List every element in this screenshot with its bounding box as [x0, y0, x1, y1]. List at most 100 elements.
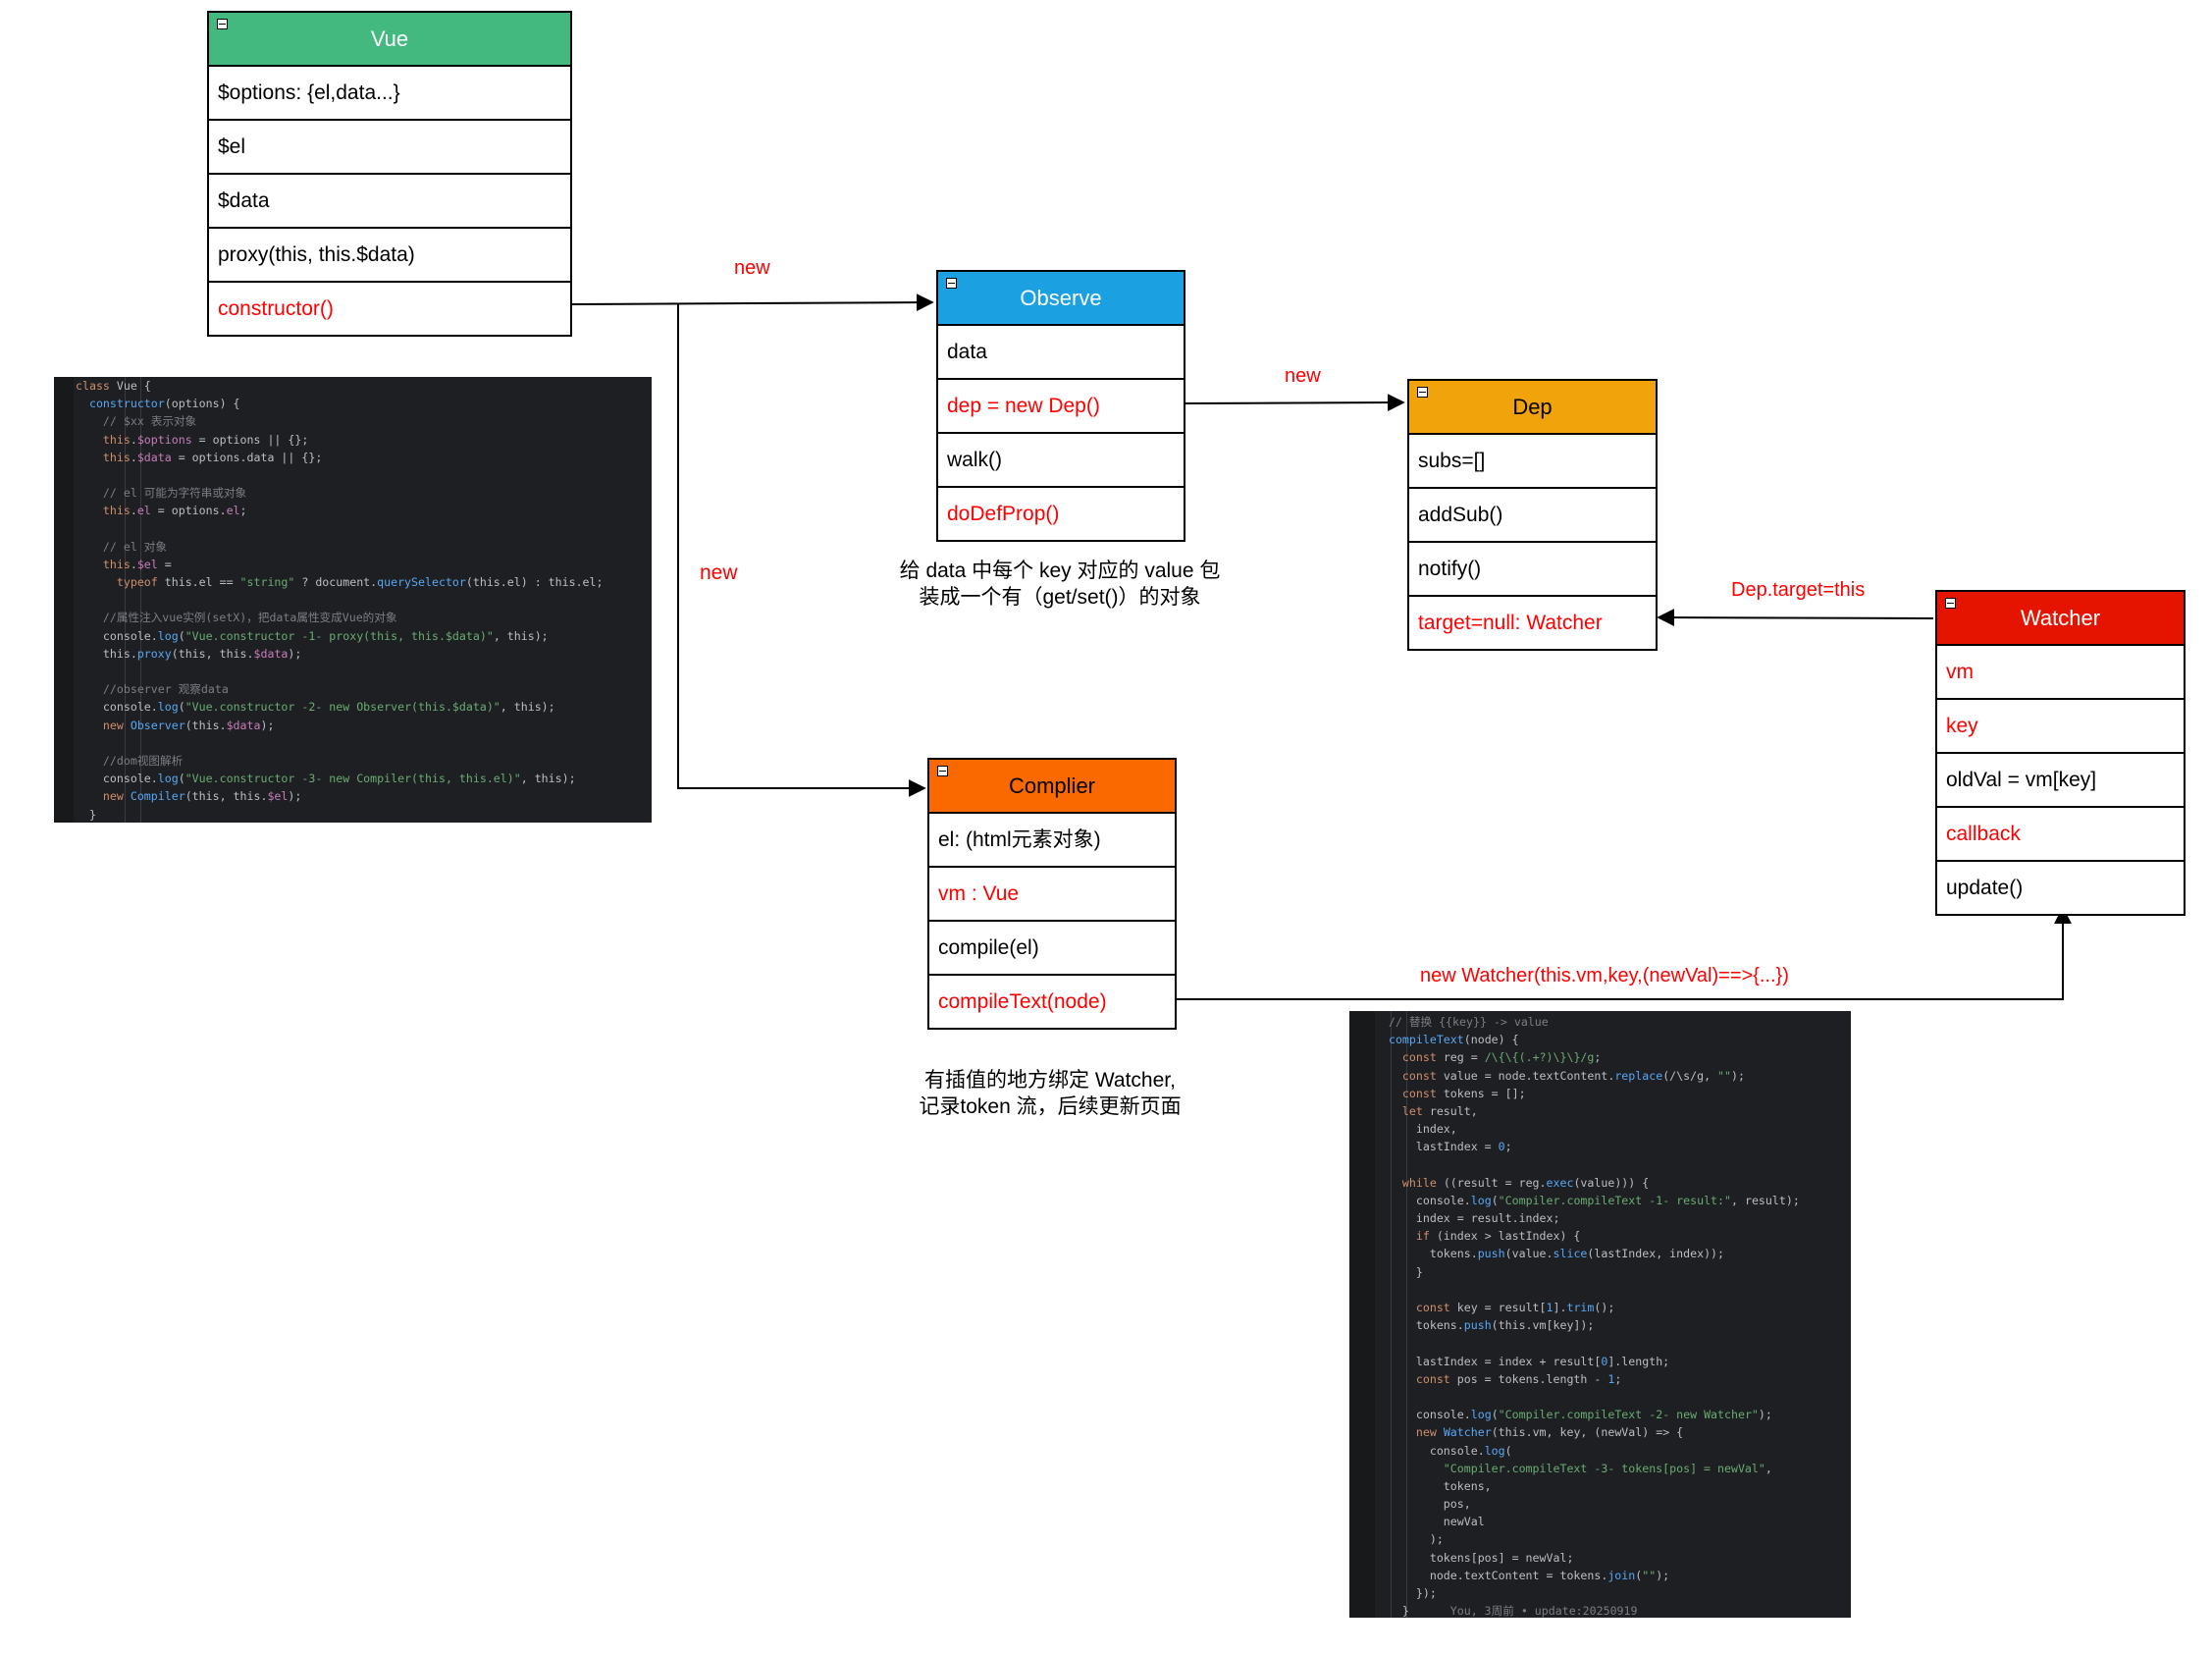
code-token: constructor — [76, 397, 165, 411]
code-token: ); — [288, 789, 302, 804]
edge-complier-to-watcher — [1176, 906, 2072, 1000]
collapse-icon[interactable] — [946, 278, 957, 289]
code-line: tokens[pos] = newVal; — [1375, 1549, 1851, 1567]
code-token: Observer — [130, 718, 185, 732]
code-token: (); — [1594, 1301, 1615, 1314]
code-line: const tokens = []; — [1375, 1085, 1851, 1102]
code-line: node.textContent = tokens.join(""); — [1375, 1567, 1851, 1584]
code-token: proxy — [136, 646, 172, 661]
code-token: ); — [1656, 1568, 1670, 1582]
code-line: // $xx 表示对象 — [76, 412, 652, 430]
code-token: console. — [1375, 1443, 1485, 1458]
code-token: { — [143, 379, 151, 393]
edge-vue-to-observe — [571, 293, 934, 312]
code-line: this.proxy(this, this.$data); — [76, 645, 652, 663]
class-dep-row: notify() — [1409, 543, 1656, 597]
code-token: = options. — [150, 504, 227, 518]
code-line: // 替换 {{key}} -> value — [1375, 1013, 1851, 1031]
code-token: this — [76, 432, 131, 447]
code-token: ? document. — [294, 575, 378, 590]
edge-label-watcher-dep: Dep.target=this — [1731, 579, 1866, 601]
code-token: ( — [1635, 1568, 1643, 1582]
code-token: "string" — [239, 575, 295, 590]
code-token: ( — [1491, 1408, 1499, 1422]
code-token: . — [130, 432, 137, 447]
collapse-icon[interactable] — [1417, 387, 1428, 398]
code-token: tokens, — [1375, 1478, 1492, 1493]
code-token: //dom视图解析 — [76, 753, 184, 768]
code-token: if — [1375, 1229, 1437, 1244]
code-token: new — [76, 718, 131, 732]
code-body: // 替换 {{key}} -> value compileText(node)… — [1349, 1013, 1851, 1618]
code-token: 0 — [1498, 1140, 1505, 1154]
code-line: } — [1375, 1263, 1851, 1281]
code-token: const — [1375, 1068, 1444, 1083]
code-token: $el — [267, 789, 289, 804]
code-token: node.textContent = tokens. — [1375, 1568, 1608, 1582]
code-line: tokens, — [1375, 1477, 1851, 1495]
class-observe-row: doDefProp() — [947, 503, 1060, 525]
code-line: // el 可能为字符串或对象 — [76, 484, 652, 502]
code-token: "" — [1717, 1068, 1732, 1083]
code-token: } — [1375, 1604, 1450, 1618]
code-token: let — [1375, 1103, 1430, 1118]
code-token: typeof — [76, 575, 165, 590]
code-snippet-vue: class Vue { constructor(options) { // $x… — [54, 377, 652, 823]
code-line: this.$data = options.data || {}; — [76, 449, 652, 466]
class-vue-row: $data — [209, 175, 570, 229]
code-token: tokens[pos] = newVal; — [1375, 1550, 1574, 1565]
indent-guide — [125, 377, 126, 823]
collapse-icon[interactable] — [937, 766, 948, 776]
code-token: newVal — [1375, 1515, 1485, 1529]
code-line: new Watcher(this.vm, key, (newVal) => { — [1375, 1423, 1851, 1441]
code-token: querySelector — [377, 575, 466, 590]
code-token: //observer 观察data — [76, 682, 229, 697]
code-token: log — [1484, 1443, 1505, 1458]
code-token: ; — [239, 504, 247, 518]
code-token: console. — [76, 772, 158, 786]
code-token: result, — [1429, 1103, 1478, 1118]
class-dep-row: target=null: Watcher — [1418, 612, 1603, 634]
code-token: console. — [76, 700, 158, 715]
code-token: 0 — [1601, 1354, 1608, 1368]
class-watcher-title: Watcher — [2020, 606, 2101, 630]
code-line: constructor(options) { — [76, 395, 652, 412]
code-line: index = result.index; — [1375, 1209, 1851, 1227]
code-gutter — [1349, 1011, 1375, 1618]
code-token: const — [1375, 1050, 1444, 1065]
code-token: console. — [76, 628, 158, 643]
code-token: value = node.textContent. — [1443, 1068, 1615, 1083]
code-token: key = result[ — [1456, 1301, 1547, 1314]
observe-note-line: 给 data 中每个 key 对应的 value 包 — [899, 560, 1221, 582]
code-gutter — [54, 377, 74, 823]
code-token: replace — [1614, 1068, 1663, 1083]
code-token: (this. — [184, 718, 227, 732]
code-token: pos, — [1375, 1497, 1471, 1512]
code-line: new Compiler(this, this.$el); — [76, 787, 652, 805]
class-watcher-row: oldVal = vm[key] — [1937, 754, 2184, 808]
code-token: (this.vm, key, (newVal) => { — [1491, 1425, 1684, 1440]
code-token: slice — [1553, 1247, 1588, 1261]
code-token: (node) { — [1463, 1033, 1519, 1047]
collapse-icon[interactable] — [217, 19, 228, 29]
code-token: "Compiler.compileText -3- tokens[pos] = … — [1375, 1461, 1765, 1475]
class-vue-row: $options: {el,data...} — [209, 67, 570, 121]
code-token: this. — [76, 646, 137, 661]
code-line: console.log("Vue.constructor -1- proxy(t… — [76, 627, 652, 645]
code-token: log — [1470, 1408, 1492, 1422]
collapse-icon[interactable] — [1945, 598, 1956, 609]
class-complier-row: el: (html元素对象) — [929, 814, 1175, 868]
code-token: } — [1375, 1264, 1423, 1279]
code-token: ; — [1594, 1050, 1602, 1065]
code-token: ( — [178, 772, 185, 786]
complier-note: 有插值的地方绑定 Watcher, 记录token 流，后续更新页面 — [873, 1067, 1227, 1120]
code-line: index, — [1375, 1120, 1851, 1138]
code-line: }); — [1375, 1584, 1851, 1602]
code-token: } — [76, 807, 96, 822]
code-token: this.el == — [164, 575, 240, 590]
code-token: $data — [136, 450, 172, 464]
code-token: (/\s/g, — [1662, 1068, 1718, 1083]
code-token: "" — [1642, 1568, 1657, 1582]
code-token: ; — [1614, 1371, 1622, 1386]
code-line: //dom视图解析 — [76, 752, 652, 770]
